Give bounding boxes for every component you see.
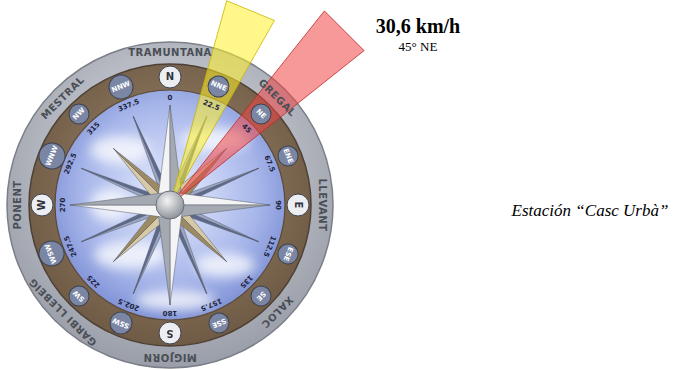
degree-mark: 90 (274, 200, 281, 210)
direction-circle: N (158, 65, 182, 89)
direction-code: N (158, 65, 182, 89)
wind-cone-red (170, 11, 364, 205)
direction-code: E (286, 193, 310, 217)
station-name: Estación “Casc Urbà” (512, 202, 669, 219)
degree-mark: 180 (163, 309, 178, 316)
wind-name: TRAMUNTANA (128, 48, 212, 58)
wind-direction: 45° NE (399, 40, 438, 53)
direction-circle: E (286, 193, 310, 217)
direction-code: W (30, 193, 54, 217)
wind-speed: 30,6 km/h (376, 16, 460, 36)
wind-name: PONENT (13, 180, 23, 229)
degree-mark: 0 (168, 95, 173, 102)
degree-mark: 270 (60, 198, 67, 213)
hub (156, 191, 184, 219)
direction-code: S (158, 321, 182, 345)
wind-name: LLEVANT (317, 178, 327, 231)
wind-name: MIGJORN (143, 352, 197, 362)
direction-circle: W (30, 193, 54, 217)
direction-circle: S (158, 321, 182, 345)
